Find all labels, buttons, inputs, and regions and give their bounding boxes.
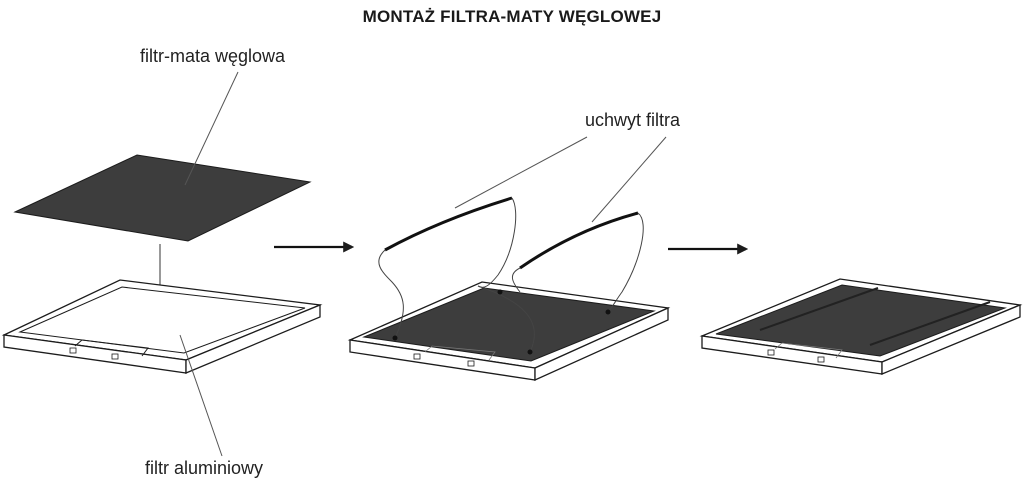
carbon-mat-inserted <box>362 287 656 362</box>
holder-leader-1 <box>454 136 588 209</box>
label-aluminium-filter: filtr aluminiowy <box>145 458 264 478</box>
carbon-mat-panel <box>13 154 312 242</box>
diagram-title: MONTAŻ FILTRA-MATY WĘGLOWEJ <box>362 7 662 26</box>
aluminium-filter-frame <box>1 279 323 374</box>
carbon-mat-leader <box>184 71 239 186</box>
holder-leader-2 <box>591 136 667 223</box>
label-carbon-mat: filtr-mata węglowa <box>140 46 286 66</box>
filter-holder-wire-1 <box>384 196 513 252</box>
step-3-group <box>699 278 1023 375</box>
filter-with-mat <box>347 281 671 382</box>
step-1-group <box>1 71 323 457</box>
carbon-mat-secured <box>715 284 1007 357</box>
holder-bar-1 <box>759 287 879 331</box>
assembled-filter <box>699 278 1023 375</box>
label-filter-holder: uchwyt filtra <box>585 110 681 130</box>
aluminium-filter-leader <box>179 334 223 457</box>
filter-holder-wire-2 <box>519 211 639 270</box>
step-2-group <box>347 136 671 382</box>
holder-bar-2 <box>869 301 991 346</box>
